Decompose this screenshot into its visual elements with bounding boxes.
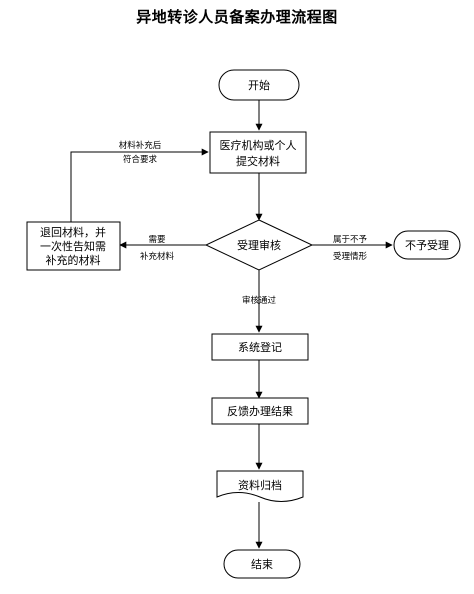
register-node-label: 系统登记 <box>238 340 282 354</box>
start-node <box>218 69 300 101</box>
edge-label-resubmit-line1: 材料补充后 <box>119 140 162 151</box>
start-node-label: 开始 <box>248 78 270 92</box>
return-node <box>26 221 121 271</box>
review-decision-label: 受理审核 <box>237 238 281 252</box>
register-node <box>211 333 309 361</box>
reject-node-label: 不予受理 <box>405 239 449 252</box>
submit-node <box>209 131 307 174</box>
return-node-label-line1: 退回材料，并 <box>40 225 106 239</box>
edge-label-reject-line2: 受理情形 <box>333 251 368 262</box>
submit-node-label-line2: 提交材料 <box>236 154 280 168</box>
feedback-node-label: 反馈办理结果 <box>227 405 293 418</box>
edge-label-need-line1: 需要 <box>148 235 166 245</box>
end-node <box>223 549 301 579</box>
feedback-node <box>211 397 309 425</box>
edge-label-approved: 审核通过 <box>242 295 277 306</box>
edge-label-need-line2: 补充材料 <box>140 251 175 262</box>
archive-node-label: 资料归档 <box>238 478 282 492</box>
return-node-label-line3: 补充的材料 <box>46 253 101 267</box>
page-title: 异地转诊人员备案办理流程图 <box>136 8 338 26</box>
edge-return-to-submit <box>70 148 209 222</box>
reject-node <box>393 230 461 260</box>
end-node-label: 结束 <box>251 558 273 571</box>
edge-label-resubmit-line2: 符合要求 <box>123 154 158 165</box>
edge-label-reject-line1: 属于不予 <box>333 235 368 245</box>
return-node-label-line2: 一次性告知需 <box>40 239 106 253</box>
submit-node-label-line1: 医疗机构或个人 <box>220 138 297 152</box>
archive-node <box>216 470 304 502</box>
review-decision <box>204 219 314 271</box>
